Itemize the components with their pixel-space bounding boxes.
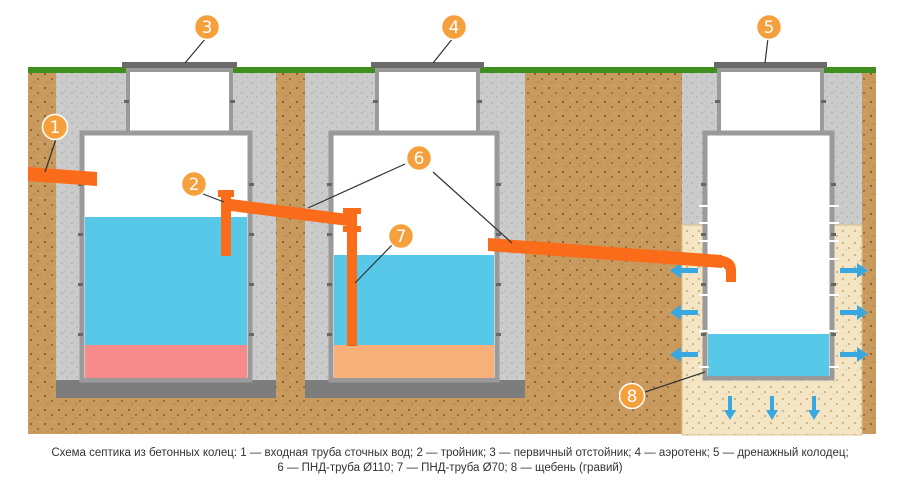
base-slab-aerotank (305, 380, 525, 398)
neck-drainage (717, 68, 824, 138)
callout-6-label: 6 (414, 149, 425, 169)
water-drainage (708, 334, 829, 376)
aerotank-chamber (305, 62, 525, 398)
callout-2: 2 (180, 170, 208, 198)
callout-8: 8 (618, 382, 646, 410)
sludge-aerotank (334, 345, 494, 378)
leader-lines (44, 37, 769, 393)
neck-primary (126, 68, 233, 138)
water-aerotank (334, 255, 494, 345)
seepage-arrows (670, 263, 868, 420)
callout-6: 6 (405, 144, 433, 172)
caption-line-2: 6 — ПНД-труба Ø110; 7 — ПНД-труба Ø70; 8… (277, 462, 623, 474)
septic-scheme-diagram: 1 2 3 4 5 6 7 8 (28, 13, 876, 436)
callout-8-label: 8 (627, 387, 638, 407)
outlet-pipe-110 (488, 238, 722, 268)
callout-7-label: 7 (396, 227, 407, 247)
callout-4: 4 (440, 13, 468, 41)
callout-5: 5 (755, 13, 783, 41)
primary-settler-chamber (56, 62, 276, 398)
callout-2-label: 2 (189, 175, 200, 195)
callout-1-label: 1 (50, 118, 61, 138)
drainage-well-chamber (670, 62, 868, 436)
callout-3-label: 3 (202, 18, 213, 38)
callout-7: 7 (387, 222, 415, 250)
outlet-elbow (716, 255, 736, 282)
sludge-primary (85, 345, 247, 378)
callout-5-label: 5 (764, 18, 775, 38)
base-slab-primary (56, 380, 276, 398)
lid-drainage (714, 62, 827, 68)
caption-line-1: Схема септика из бетонных колец: 1 — вхо… (51, 447, 849, 459)
lid-aerotank (371, 62, 484, 68)
lid-primary (122, 62, 237, 68)
neck-aerotank (375, 68, 480, 138)
callout-3: 3 (193, 13, 221, 41)
water-primary (85, 217, 247, 345)
diagram-caption: Схема септика из бетонных колец: 1 — вхо… (0, 446, 900, 476)
pipe-70 (347, 212, 357, 346)
callout-4-label: 4 (449, 18, 460, 38)
tee-fitting (221, 194, 231, 256)
overflow-pipe-110 (231, 199, 348, 226)
callout-1: 1 (41, 113, 69, 141)
